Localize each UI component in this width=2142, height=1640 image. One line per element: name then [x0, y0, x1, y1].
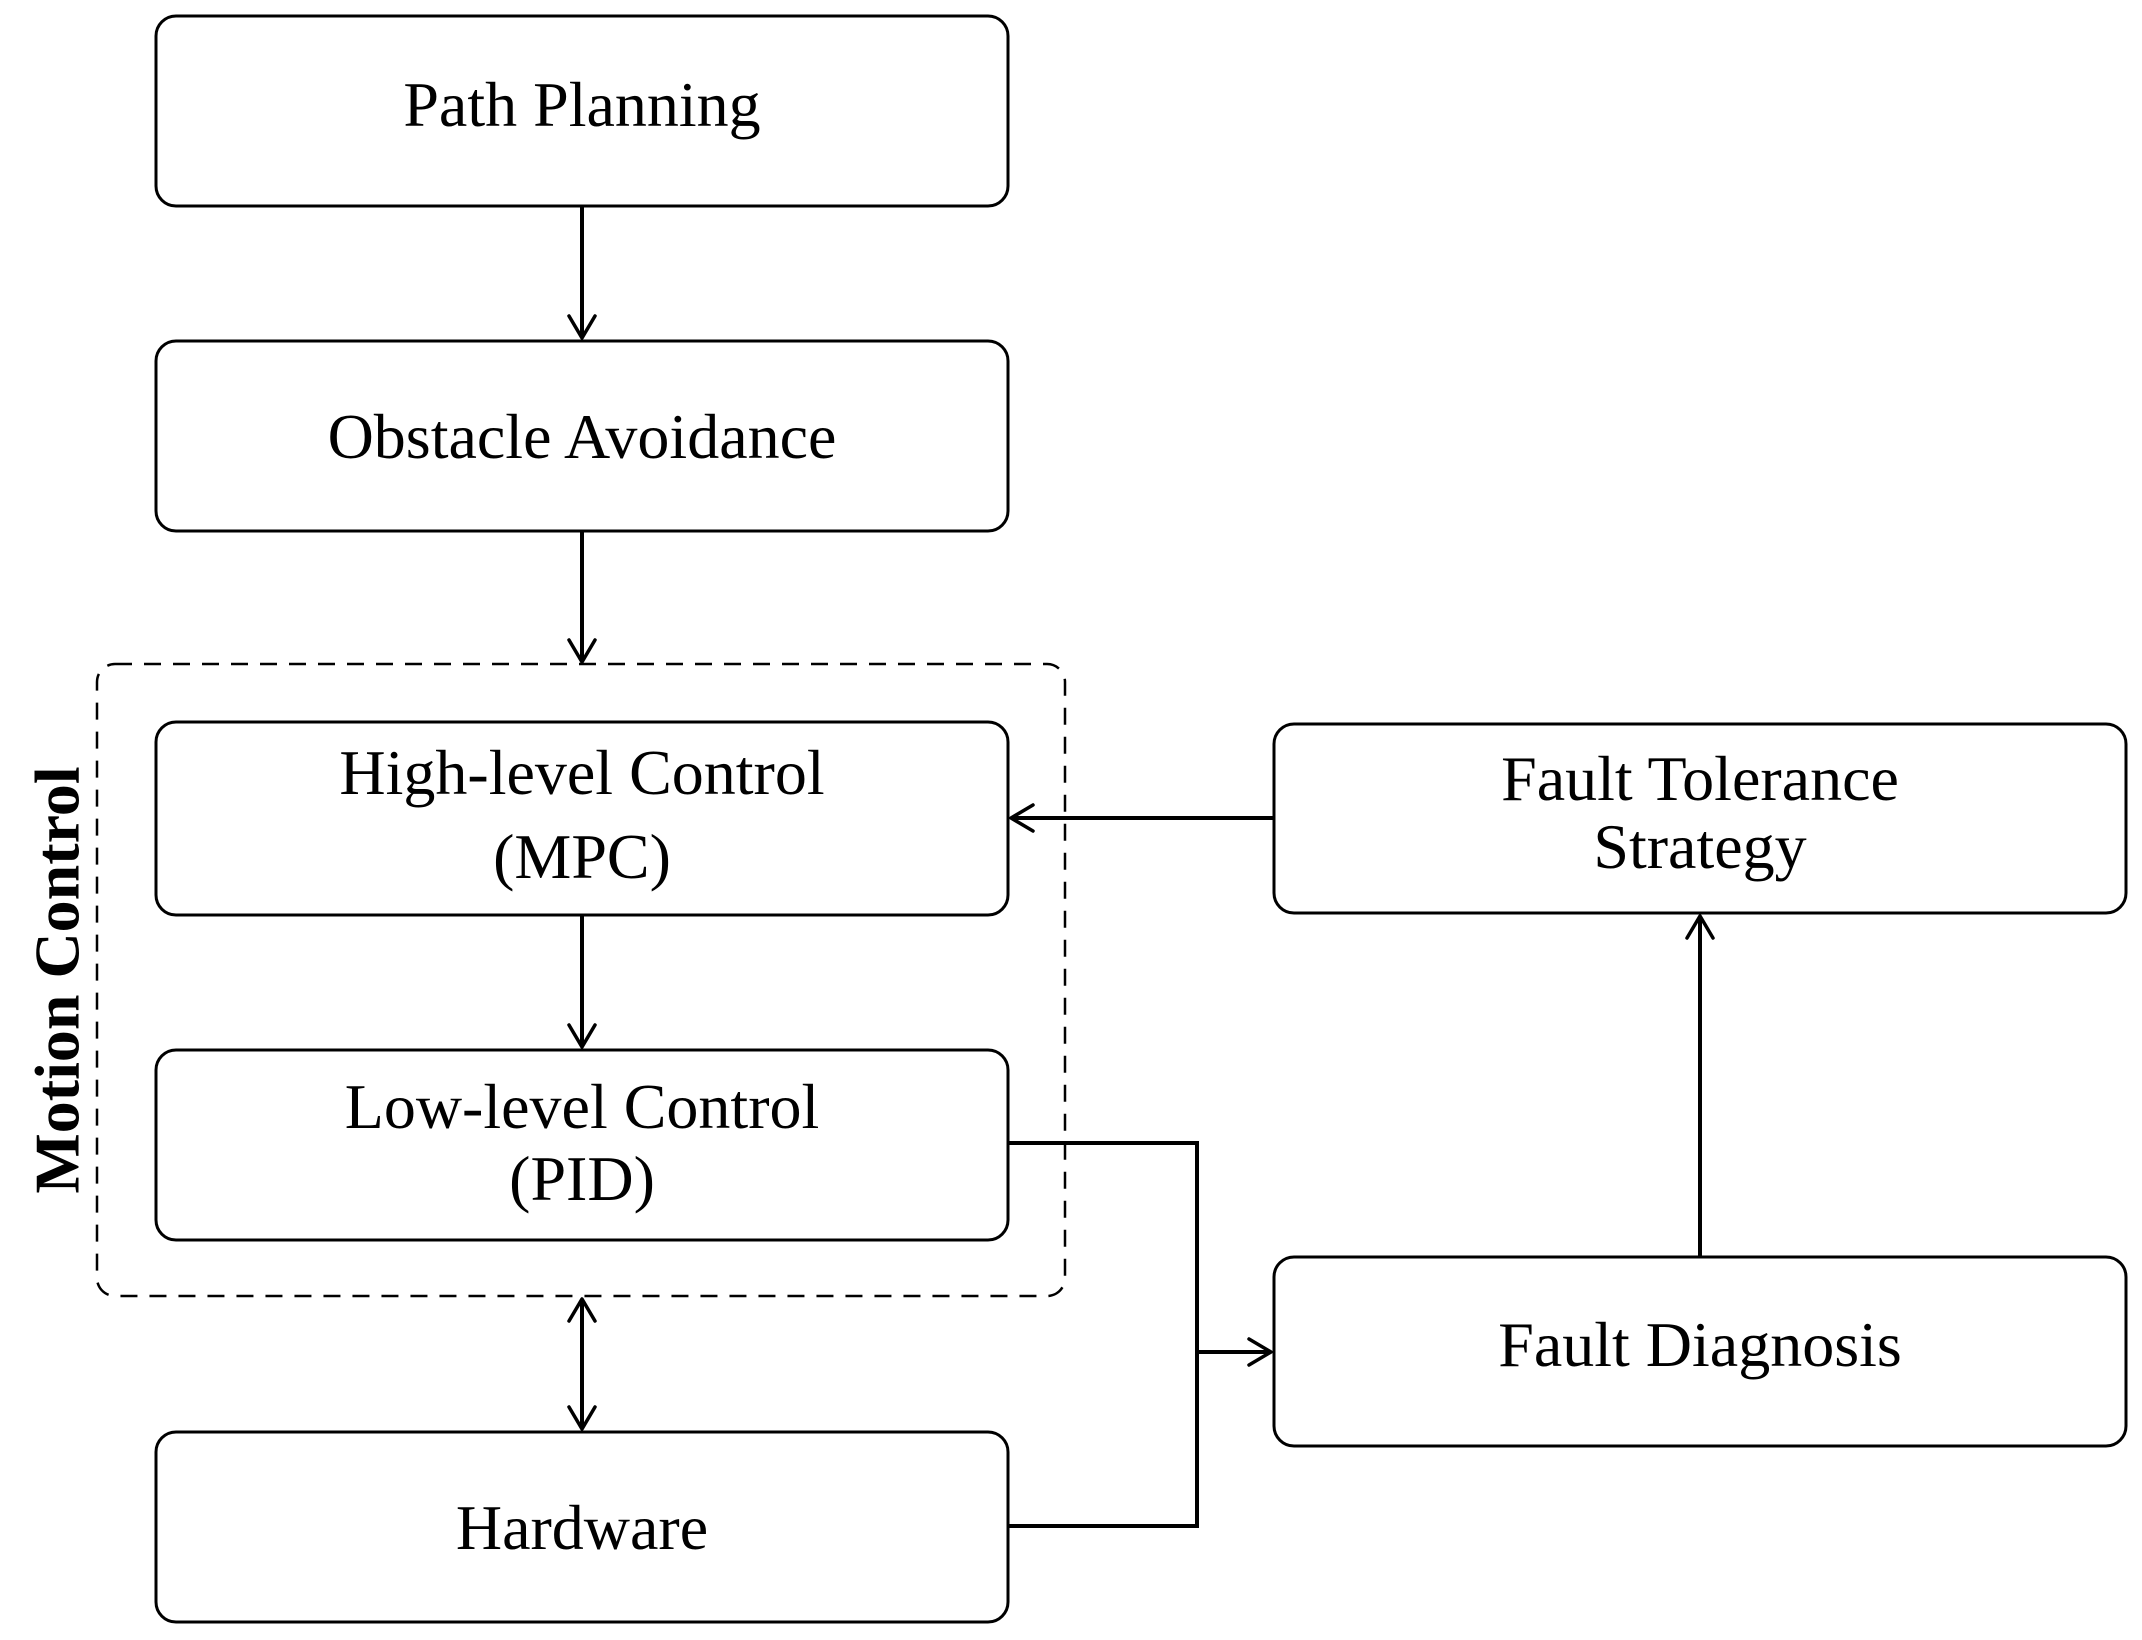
motion-control-group: [95, 662, 1067, 1298]
edge-obstacle-avoidance-to-motion-control: [567, 531, 597, 664]
edge-low-level-and-hardware-to-fault-diagnosis: [1008, 1141, 1273, 1528]
obstacle-avoidance-label: Obstacle Avoidance: [328, 401, 837, 472]
fault-tolerance-line1: Fault Tolerance: [1501, 743, 1899, 814]
edge-fault-diagnosis-to-fault-tolerance: [1685, 914, 1715, 1257]
edge-high-level-to-low-level: [567, 915, 597, 1049]
edge-fault-tolerance-to-high-level: [1009, 803, 1274, 833]
motion-control-label: Motion Control: [22, 766, 93, 1193]
high-level-control-line2: (MPC): [493, 821, 671, 892]
fault-tolerance-line2: Strategy: [1593, 811, 1806, 882]
path-planning-label: Path Planning: [403, 69, 760, 140]
fault-diagnosis-label: Fault Diagnosis: [1498, 1309, 1902, 1380]
hardware-label: Hardware: [456, 1492, 708, 1563]
low-level-control-line2: (PID): [509, 1143, 655, 1214]
high-level-control-line1: High-level Control: [339, 737, 824, 808]
edge-motion-control-hardware-bidirectional: [567, 1297, 597, 1431]
edge-path-planning-to-obstacle-avoidance: [567, 206, 597, 340]
low-level-control-line1: Low-level Control: [345, 1071, 820, 1142]
